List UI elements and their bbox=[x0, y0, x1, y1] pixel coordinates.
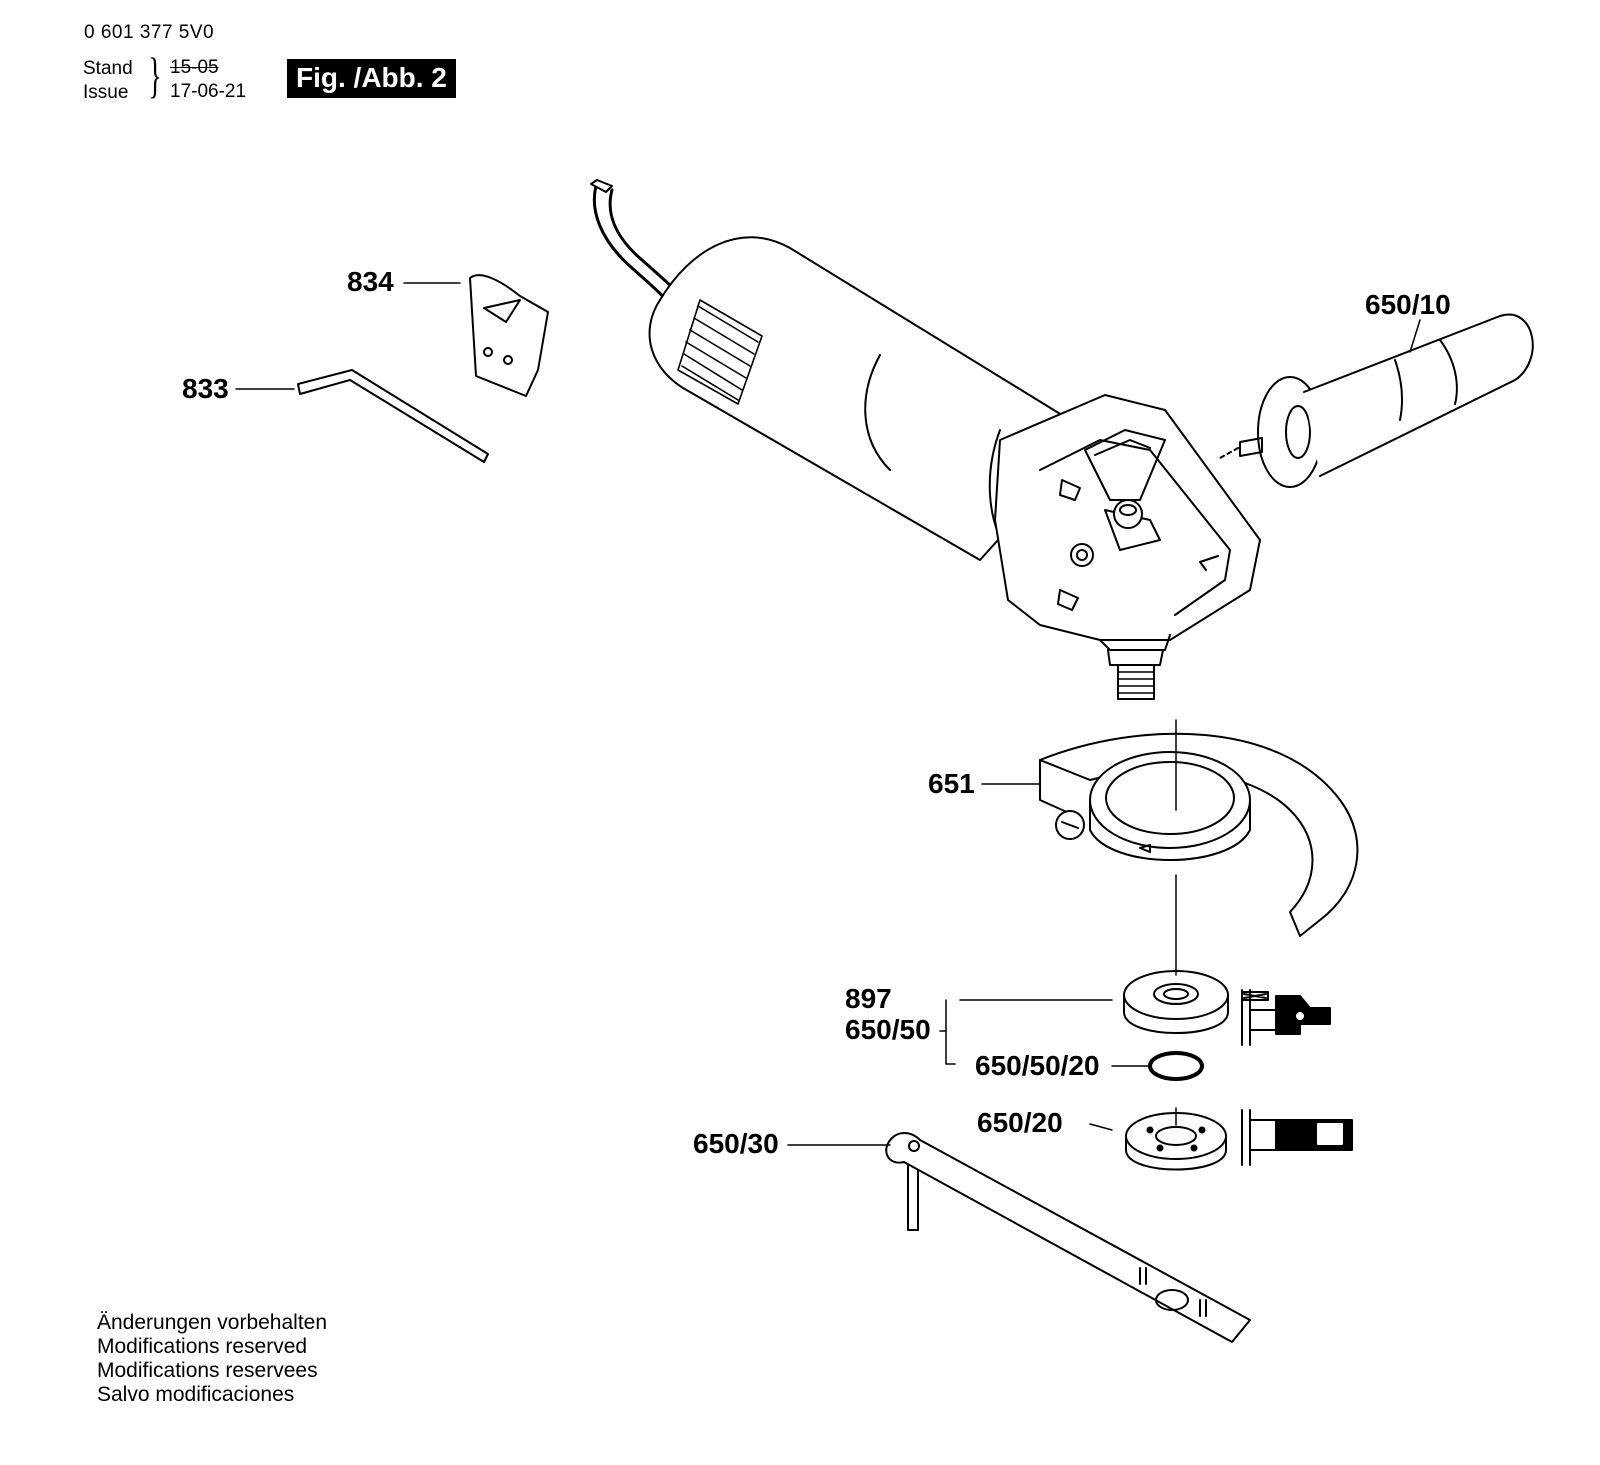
part-label-650-20: 650/20 bbox=[977, 1107, 1063, 1138]
stand-date: 15-05 bbox=[170, 57, 219, 78]
wheel-guard bbox=[1039, 732, 1359, 937]
issue-label: Issue bbox=[83, 82, 129, 103]
part-label-650-30: 650/30 bbox=[693, 1128, 779, 1159]
spanner-wrench bbox=[885, 1132, 1251, 1343]
modifications-note: Änderungen vorbehalten Modifications res… bbox=[97, 1311, 327, 1407]
mounting-flange bbox=[1123, 970, 1229, 1034]
part-label-833: 833 bbox=[182, 373, 229, 404]
note-line: Modifications reservees bbox=[97, 1359, 318, 1382]
part-label-650-50-20: 650/50/20 bbox=[975, 1050, 1100, 1081]
brace-glyph: } bbox=[148, 47, 162, 103]
note-line: Modifications reserved bbox=[97, 1335, 308, 1358]
note-line: Änderungen vorbehalten bbox=[97, 1311, 328, 1334]
leader-lines bbox=[235, 282, 1421, 1146]
clamping-nut bbox=[1125, 1112, 1227, 1171]
flange-profile-sketch bbox=[1241, 989, 1331, 1046]
part-label-650-50: 650/50 bbox=[845, 1014, 931, 1045]
nut-profile-sketch bbox=[1241, 1109, 1353, 1166]
part-label-651: 651 bbox=[928, 768, 975, 799]
issue-date: 17-06-21 bbox=[170, 81, 247, 102]
part-label-650-10: 650/10 bbox=[1365, 289, 1451, 320]
part-label-834: 834 bbox=[347, 266, 394, 297]
vent-slots bbox=[677, 299, 763, 405]
part-label-897: 897 bbox=[845, 983, 892, 1014]
side-handle bbox=[1219, 313, 1534, 488]
figure-badge: Fig. /Abb. 2 bbox=[287, 59, 456, 98]
hex-key bbox=[297, 369, 489, 463]
o-ring bbox=[1148, 1051, 1204, 1081]
part-number: 0 601 377 5V0 bbox=[84, 22, 215, 43]
note-line: Salvo modificaciones bbox=[97, 1383, 295, 1406]
cord-clip bbox=[469, 274, 549, 397]
stand-label: Stand bbox=[83, 58, 133, 79]
gear-head bbox=[994, 394, 1261, 700]
